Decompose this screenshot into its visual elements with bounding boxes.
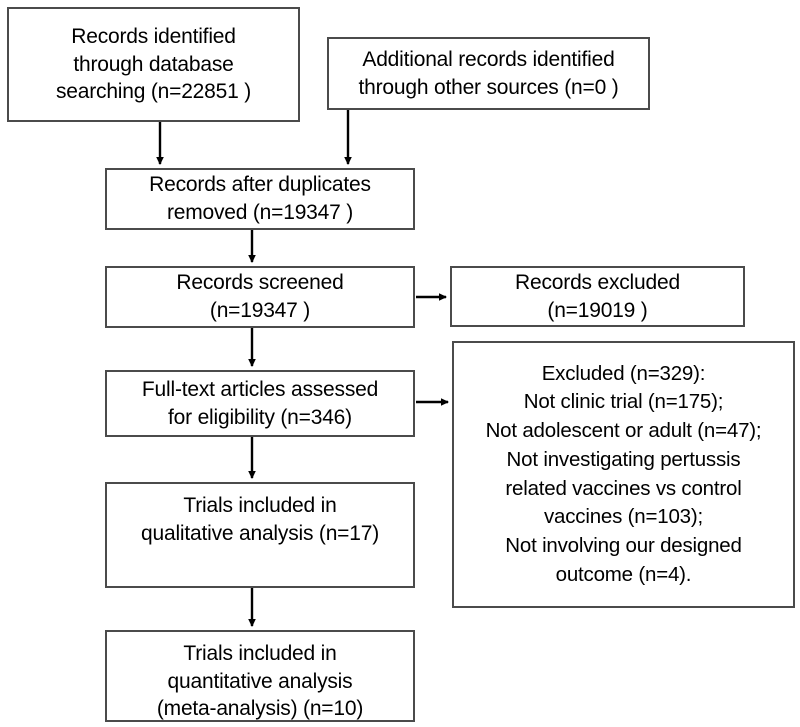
trials-included-qualitative-box: Trials included in qualitative analysis … <box>105 482 415 588</box>
full-text-articles-assessed-box: Full-text articles assessed for eligibil… <box>105 370 415 437</box>
trials-included-quantitative-box: Trials included in quantitative analysis… <box>105 630 415 722</box>
records-after-duplicates-removed-box: Records after duplicates removed (n=1934… <box>105 168 415 230</box>
records-excluded-box: Records excluded (n=19019 ) <box>450 266 745 327</box>
full-text-excluded-with-reasons-box: Excluded (n=329): Not clinic trial (n=17… <box>452 341 795 608</box>
records-screened-box: Records screened (n=19347 ) <box>105 266 415 328</box>
additional-records-other-sources-box: Additional records identified through ot… <box>327 37 650 110</box>
records-identified-database-box: Records identified through database sear… <box>7 7 300 122</box>
